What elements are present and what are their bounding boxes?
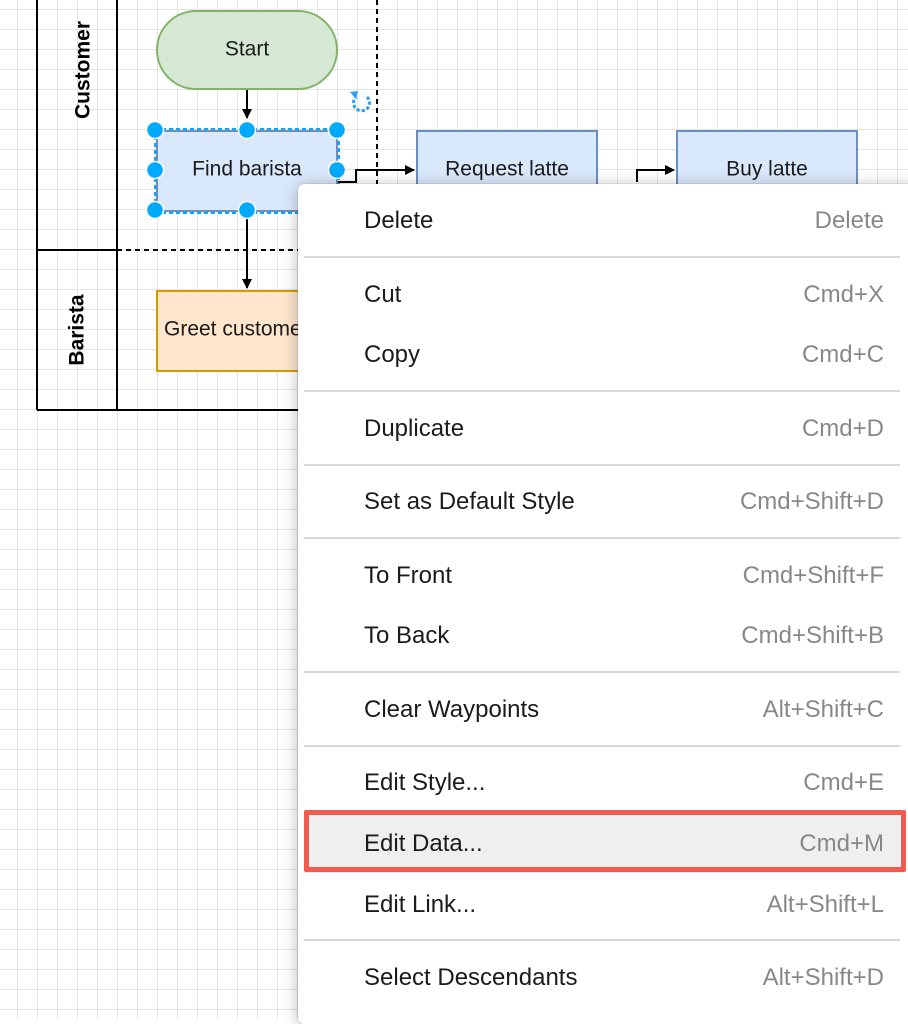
menu-item-label: Clear Waypoints [364,696,540,723]
context-menu: Delete Delete Cut Cmd+X Copy Cmd+C Dupli… [298,184,908,1024]
menu-item-shortcut: Delete [814,207,884,234]
menu-separator [304,671,900,673]
menu-item-edit-link[interactable]: Edit Link... Alt+Shift+L [304,876,900,934]
menu-item-shortcut: Cmd+E [803,769,884,796]
menu-item-shortcut: Cmd+M [799,830,884,857]
resize-handle-top[interactable] [237,120,257,140]
node-start-label: Start [225,38,270,61]
menu-item-label: Copy [364,341,421,368]
menu-item-shortcut: Alt+Shift+C [762,696,884,723]
menu-separator [304,256,900,258]
menu-item-select-descendants[interactable]: Select Descendants Alt+Shift+D [304,949,900,1007]
menu-separator [304,537,900,539]
node-greet-customer-label: Greet customer [164,318,309,341]
edge-request-latte-to-buy-latte[interactable] [636,165,675,182]
menu-item-to-back[interactable]: To Back Cmd+Shift+B [304,607,900,665]
menu-item-shortcut: Cmd+X [803,281,884,308]
menu-item-shortcut: Alt+Shift+D [762,964,884,991]
menu-item-edit-style[interactable]: Edit Style... Cmd+E [304,754,900,812]
menu-item-shortcut: Cmd+D [801,415,884,442]
menu-item-shortcut: Cmd+Shift+B [741,622,884,649]
lane-label-barista: Barista [66,294,89,366]
menu-separator [304,464,900,466]
menu-item-label: Duplicate [364,415,465,442]
resize-handle-right[interactable] [327,160,347,180]
menu-item-label: To Front [364,562,453,589]
menu-item-label: Edit Data... [364,830,483,857]
edge-find-barista-to-request-latte[interactable] [337,165,415,183]
node-request-latte-label: Request latte [445,158,569,181]
menu-item-shortcut: Cmd+Shift+F [742,562,884,589]
swimlane-pool[interactable] [36,0,378,411]
menu-item-to-front[interactable]: To Front Cmd+Shift+F [304,547,900,605]
selection-handles[interactable] [145,120,347,220]
menu-item-duplicate[interactable]: Duplicate Cmd+D [304,400,900,458]
resize-handle-left[interactable] [145,160,165,180]
menu-item-clear-waypoints[interactable]: Clear Waypoints Alt+Shift+C [304,681,900,739]
lane-label-customer: Customer [72,21,95,119]
node-buy-latte-label: Buy latte [726,158,808,181]
node-start[interactable]: Start [156,10,338,90]
menu-item-shortcut: Alt+Shift+L [766,891,884,918]
menu-item-shortcut: Cmd+Shift+D [739,488,884,515]
menu-item-label: Select Descendants [364,964,578,991]
resize-handle-bottom[interactable] [237,200,257,220]
menu-item-shortcut: Cmd+C [801,341,884,368]
menu-item-cut[interactable]: Cut Cmd+X [304,266,900,324]
menu-item-copy[interactable]: Copy Cmd+C [304,326,900,384]
resize-handle-top-right[interactable] [327,120,347,140]
resize-handle-top-left[interactable] [145,120,165,140]
menu-separator [304,390,900,392]
menu-item-label: Cut [364,281,402,308]
menu-item-label: Delete [364,207,434,234]
menu-item-label: To Back [364,622,450,649]
rotate-icon[interactable] [350,91,371,113]
menu-separator [304,745,900,747]
menu-item-delete[interactable]: Delete Delete [304,192,900,250]
menu-item-label: Edit Link... [364,891,477,918]
node-find-barista-label: Find barista [192,158,302,181]
menu-item-edit-data[interactable]: Edit Data... Cmd+M [304,815,900,873]
menu-item-label: Edit Style... [364,769,486,796]
menu-item-label: Set as Default Style [364,488,575,515]
menu-separator [304,939,900,941]
menu-item-set-default-style[interactable]: Set as Default Style Cmd+Shift+D [304,473,900,531]
resize-handle-bottom-left[interactable] [145,200,165,220]
